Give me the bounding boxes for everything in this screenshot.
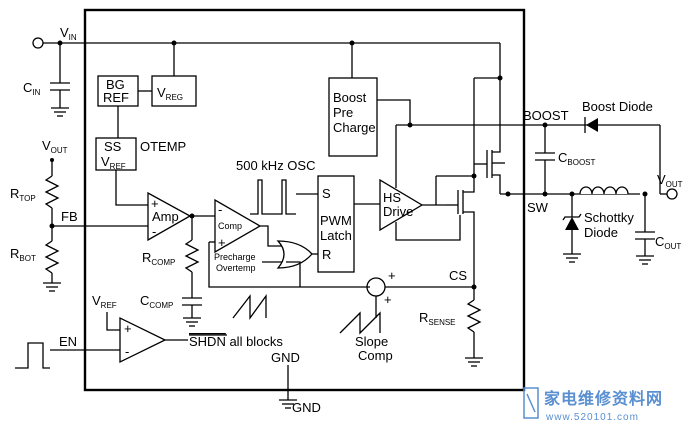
ground-symbol [43,282,61,292]
fb-pin-label: FB [61,209,78,224]
vref-en-label: VREF [92,293,117,310]
en-pulse-waveform [15,342,50,369]
svg-text:-: - [218,202,222,217]
slope-comp-label-2: Comp [358,348,393,363]
overtemp-label: Overtemp [216,263,256,273]
ground-symbol [563,253,581,263]
sw-pin-label: SW [527,200,549,215]
watermark-text: 家电维修资料网 [544,389,663,408]
schottky-label-2: Diode [584,225,618,240]
comp-label: Comp [218,221,242,231]
precharge-label: Precharge [214,252,256,262]
rtop-resistor [44,175,60,209]
ground-symbol [51,107,69,117]
hs-drive [379,178,424,232]
gnd-inner-label: GND [271,350,300,365]
schottky-diode [562,213,582,230]
watermark-url: www.520101.com [545,412,639,423]
ground-symbol [183,317,201,327]
svg-text:HS: HS [383,190,401,205]
cout-label: COUT [655,234,681,251]
osc-waveform [250,179,296,215]
svg-text:VREF: VREF [101,154,126,171]
vin-terminal [32,37,44,49]
bg-ref-block [97,75,139,107]
rbot-label: RBOT [10,246,36,263]
svg-text:R: R [322,247,331,262]
vin-label: VIN [60,25,77,42]
rbot-resistor [44,240,60,274]
boost-pin-label: BOOST [523,108,569,123]
rtop-label: RTOP [10,186,36,203]
svg-text:S: S [322,186,331,201]
boost-precharge-block [328,77,378,157]
cs-pin-label: CS [449,268,467,283]
ground-symbol [636,255,654,265]
pwm-comparator [214,198,262,254]
svg-text:REF: REF [103,90,129,105]
vout-label: VOUT [657,172,683,189]
svg-text:+: + [218,235,226,250]
or-gate [276,240,313,269]
watermark-logo [523,387,539,419]
pwm-latch-block [317,175,355,273]
slope-comp-waveform [339,311,381,335]
gnd-outer-label: GND [292,400,321,415]
vout-terminal [666,188,678,200]
ground-symbol [465,357,483,367]
rcomp-label: RCOMP [142,250,175,267]
cin-label: CIN [23,80,41,97]
ramp-waveform [232,294,267,320]
rcomp-resistor [184,239,200,273]
svg-text:-: - [125,344,129,359]
en-pin-label: EN [59,334,77,349]
high-side-fet [486,145,505,194]
svg-text:BG: BG [106,77,125,92]
svg-text:PWM: PWM [320,213,352,228]
otemp-label: OTEMP [140,139,186,154]
svg-text:Boost: Boost [333,90,367,105]
boost-diode [584,117,598,133]
error-amplifier [147,191,192,242]
svg-text:VREG: VREG [157,85,183,102]
svg-text:Charge: Charge [333,120,376,135]
svg-text:Pre: Pre [333,105,353,120]
svg-text:-: - [152,224,156,239]
svg-text:+: + [384,292,392,307]
svg-text:Latch: Latch [320,228,352,243]
inductor [579,186,629,195]
slope-comp-label-1: Slope [355,334,388,349]
svg-text:+: + [388,268,396,283]
cboost-label: CBOOST [558,150,596,167]
svg-text:SS: SS [104,139,122,154]
osc-label: 500 kHz OSC [236,158,315,173]
sense-fet [457,173,475,287]
rsense-resistor [466,299,482,333]
rsense-label: RSENSE [419,310,456,327]
svg-text:Drive: Drive [383,204,413,219]
schottky-label-1: Schottky [584,210,634,225]
ccomp-label: CCOMP [140,293,173,310]
ss-vref-block [95,137,137,171]
svg-text:+: + [124,321,132,336]
boost-diode-label: Boost Diode [582,99,653,114]
shdn-label: SHDN all blocks [189,334,283,349]
ic-boundary [83,8,526,392]
shdn-comparator [119,316,167,364]
amp-label: Amp [152,209,179,224]
svg-text:+: + [151,196,159,211]
vout-fb-label: VOUT [42,138,68,155]
